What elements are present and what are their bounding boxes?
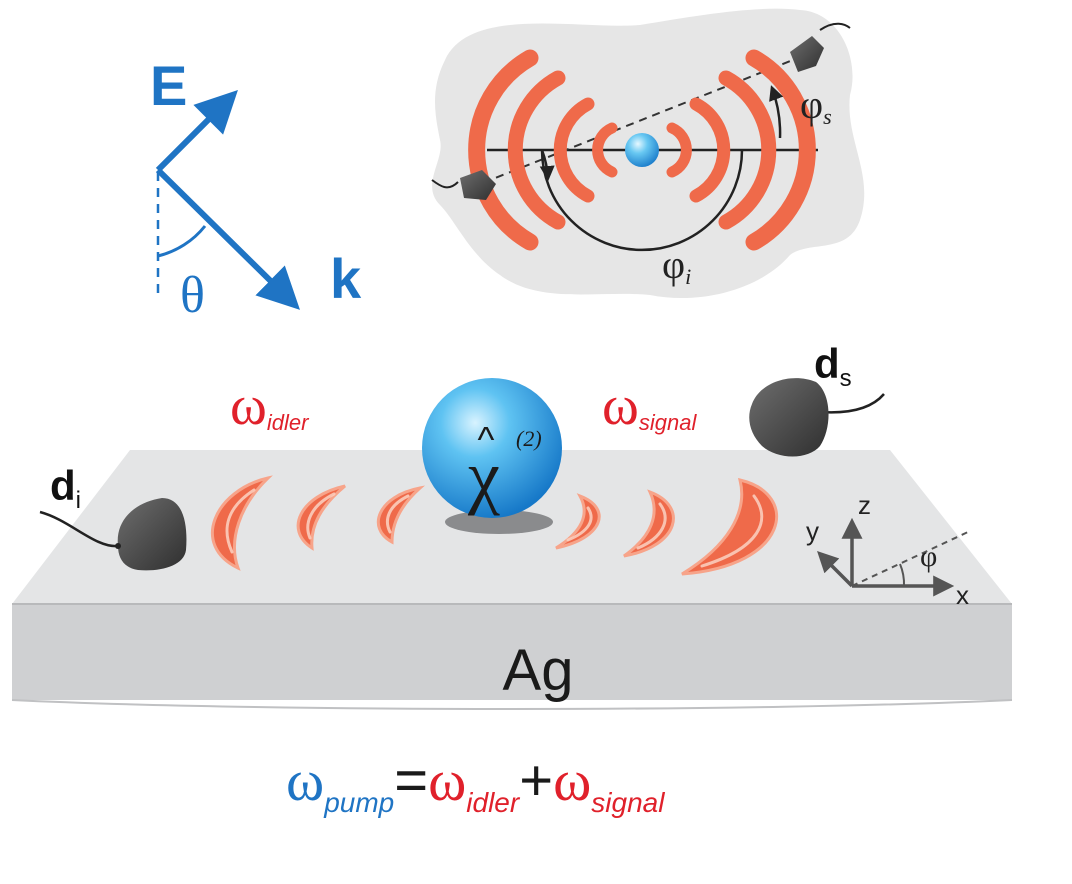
k-vector-arrow bbox=[155, 167, 300, 310]
sphere-icon bbox=[422, 378, 562, 518]
chi-order: (2) bbox=[516, 426, 542, 451]
inset-detection-line bbox=[469, 53, 809, 189]
chi-symbol: χ bbox=[467, 436, 500, 516]
slab-front-face bbox=[12, 604, 1012, 700]
sphere-shadow bbox=[445, 510, 553, 534]
coordinate-axes: z x y φ bbox=[806, 490, 969, 610]
chi-hat: ^ bbox=[478, 419, 495, 460]
theta-label: θ bbox=[180, 267, 205, 324]
omega-signal-label: ωsignal bbox=[602, 375, 697, 437]
detector-s: ds bbox=[749, 340, 885, 457]
inset-emitter-sphere-icon bbox=[625, 133, 659, 167]
detector-i-label: di bbox=[50, 462, 81, 514]
polarization-diagram: E k θ bbox=[150, 54, 362, 324]
inset-plasmon-waves bbox=[468, 49, 816, 251]
axis-z-label: z bbox=[858, 490, 871, 520]
axis-phi-label: φ bbox=[920, 540, 937, 573]
phi-i-arc bbox=[539, 149, 744, 252]
inset-detector-s-icon bbox=[790, 22, 851, 72]
e-field-label: E bbox=[150, 54, 187, 117]
phi-s-label: φs bbox=[800, 82, 832, 129]
plasmon-crescents bbox=[210, 475, 778, 576]
omega-idler-label: ωidler bbox=[230, 375, 310, 437]
axis-x-label: x bbox=[956, 580, 969, 610]
signal-crescent-3 bbox=[681, 477, 778, 576]
detector-i-icon bbox=[117, 498, 187, 571]
detector-s-icon bbox=[749, 378, 829, 457]
angle-inset: φs φi bbox=[431, 8, 865, 299]
k-vector-label: k bbox=[330, 247, 362, 310]
nonlinear-sphere: χ ^ (2) bbox=[422, 378, 562, 534]
e-field-arrow bbox=[155, 90, 238, 173]
detector-i: di bbox=[39, 462, 187, 571]
theta-arc bbox=[157, 225, 207, 258]
phi-i-label: φi bbox=[662, 242, 691, 289]
energy-equation: ωpump=ωidler+ωsignal bbox=[286, 748, 665, 818]
detector-s-label: ds bbox=[814, 340, 852, 392]
idler-crescent-2 bbox=[296, 484, 346, 551]
axis-y-label: y bbox=[806, 516, 819, 546]
inset-detector-i-icon bbox=[431, 170, 496, 200]
idler-crescent-1 bbox=[210, 475, 273, 571]
substrate-label: Ag bbox=[503, 638, 574, 703]
y-axis bbox=[817, 551, 854, 588]
phi-s-arc bbox=[769, 85, 784, 139]
